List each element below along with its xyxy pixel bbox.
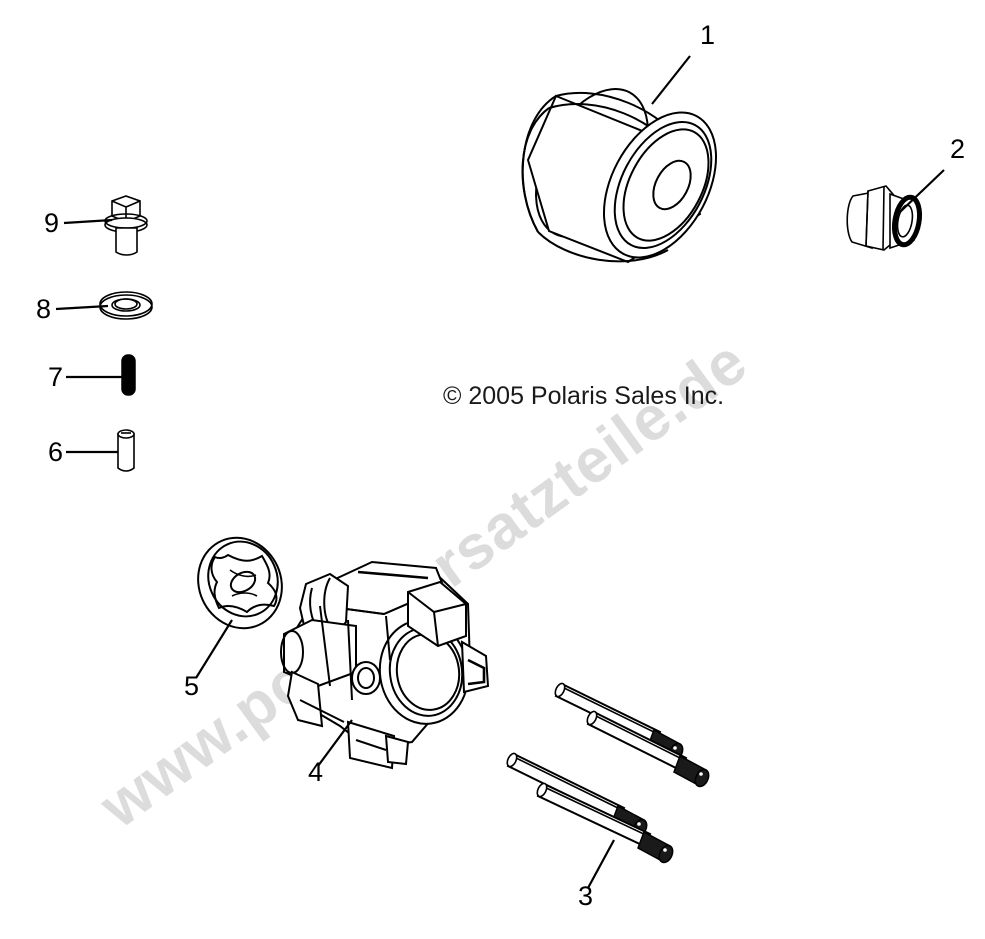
callout-number-4: 4 — [308, 757, 323, 787]
cap-screw-a-tip — [554, 682, 566, 698]
rotor-detail-b — [231, 592, 258, 597]
callout-number-3: 3 — [578, 881, 593, 911]
cap-screw-a-socket-dot — [673, 746, 677, 750]
leader-line-3 — [587, 839, 615, 889]
nipple-flange-edge-a — [865, 190, 869, 247]
housing-bottom-foot-2 — [384, 734, 410, 766]
copyright-notice: © 2005 Polaris Sales Inc. — [443, 382, 724, 410]
cap-screw-b — [586, 710, 710, 788]
part-drive-pin — [121, 354, 136, 396]
leader-line-9 — [63, 218, 113, 225]
washer-outer-top — [99, 291, 153, 317]
cap-screw-b-head-face — [694, 768, 710, 788]
rotor-detail-a — [229, 569, 257, 578]
cap-screw-c-tip — [506, 752, 518, 768]
callout-number-8: 8 — [36, 294, 51, 324]
leader-line-5 — [195, 619, 233, 679]
rotor-inner-rim — [207, 540, 279, 618]
housing-lower-left-leg — [286, 670, 324, 728]
cap-screw-c — [506, 752, 648, 838]
housing-contour-b — [347, 619, 353, 701]
cap-screw-c-socket-dot — [637, 822, 641, 826]
part-oil-pump-housing — [280, 560, 490, 770]
leader-line-1 — [651, 55, 691, 105]
bolt9-shank — [115, 227, 138, 256]
callout-number-2: 2 — [950, 134, 965, 164]
cap-screw-b-socket-dot — [699, 772, 703, 776]
cap-screw-d-highlight — [541, 785, 649, 837]
callout-number-7: 7 — [48, 362, 63, 392]
cap-screw-d-tip — [536, 782, 548, 798]
housing-contour-c — [385, 615, 391, 661]
cap-screw-d — [536, 782, 674, 864]
housing-right-ear-detail — [467, 658, 486, 686]
leader-line-4 — [317, 719, 353, 767]
oil-filter-front-ring-1 — [613, 120, 713, 250]
washer-hole-bevel — [111, 298, 141, 312]
dowel-pin-body — [117, 433, 135, 472]
cap-screw-d-socket-dot — [663, 848, 667, 852]
dowel-pin-top — [117, 429, 135, 439]
cap-screw-a-highlight — [559, 685, 659, 735]
housing-upper-right-boss — [407, 580, 467, 648]
housing-top-dark-edge — [357, 570, 429, 580]
oil-filter-center-hole — [652, 159, 692, 211]
part-pump-rotor — [197, 536, 283, 630]
part-dowel-pin — [117, 429, 135, 472]
cap-screw-b-highlight — [591, 713, 685, 761]
leader-line-2 — [899, 169, 945, 213]
housing-right-ear — [460, 640, 490, 694]
callout-number-6: 6 — [48, 437, 63, 467]
cap-screw-b-tip — [586, 710, 598, 726]
cap-screw-c-highlight — [511, 755, 623, 811]
nipple-opening-ring — [891, 194, 923, 248]
oil-filter-front-ring-2 — [622, 128, 710, 242]
part-hex-flange-bolt — [104, 195, 148, 256]
cap-screw-d-head-face — [658, 844, 674, 864]
housing-side-boss-hole — [357, 667, 375, 689]
rotor-lobe-pattern — [210, 553, 278, 614]
housing-bottom-foot-line — [355, 739, 387, 751]
callout-number-5: 5 — [184, 671, 199, 701]
housing-contour-d — [299, 699, 345, 723]
part-oil-filter-nipple — [846, 185, 923, 251]
callout-leader-lines — [55, 55, 945, 889]
housing-side-boss — [351, 661, 381, 695]
part-oil-filter — [521, 87, 718, 264]
oil-filter-bottom-edge — [537, 231, 669, 263]
callout-number-9: 9 — [44, 208, 59, 238]
housing-upper-right-boss-facets — [407, 591, 467, 647]
callout-number-1: 1 — [700, 20, 715, 50]
nipple-flange-edge-b — [882, 185, 885, 251]
leader-line-8 — [55, 304, 109, 311]
part-cap-screws — [506, 682, 710, 864]
callout-numbers: 1 2 3 4 5 6 7 8 9 — [36, 20, 965, 911]
oil-filter-left-arc-2 — [521, 107, 550, 233]
housing-contour-a — [319, 605, 331, 687]
drive-pin-body — [121, 354, 136, 396]
